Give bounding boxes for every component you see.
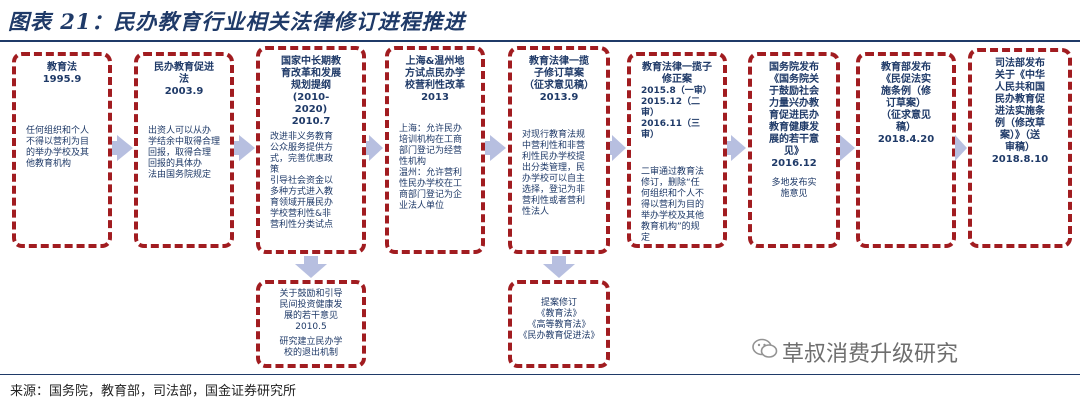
box-2018-ministry-draft: 教育部发布 《民促法实 施条例（修 订草案） （征求意见 稿） 2018.4.2…: [856, 52, 956, 248]
arrow-right-icon: [117, 135, 133, 161]
arrow-down: [552, 256, 566, 264]
arrow-right-icon: [239, 135, 255, 161]
box-body: 上海：允许民办 培训机构在工商 部门登记为经营 性机构 温州：允许营利 性民办学…: [399, 124, 463, 211]
box-head: 教育部发布 《民促法实 施条例（修 订草案） （征求意见 稿） 2018.4.2…: [877, 62, 935, 145]
box-2013-draft-amendment: 教育法律一揽 子修订草案 （征求意见稿） 2013.9 对现行教育法规 中营利性…: [508, 46, 610, 254]
divider: [0, 374, 1080, 375]
box-1995-education-law: 教育法 1995.9 任何组织和个人 不得以营利为目 的举办学校及其 他教育机构: [12, 52, 112, 248]
arrow-right: [610, 141, 613, 155]
arrow-right-icon: [490, 135, 506, 161]
box-proposal-revisions: 提案修订 《教育法》 《高等教育法》 《民办教育促进法》: [508, 280, 610, 368]
box-head: 司法部发布 关于《中华 人民共和国 民办教育促 进法实施条 例（修改草 案）》（…: [991, 58, 1049, 165]
arrow-right: [727, 141, 732, 155]
arrow-right-icon: [955, 135, 967, 161]
box-review-dates: 2015.8（一审） 2015.12（二审） 2016.11（三审）: [641, 86, 712, 140]
lower-box-date: 2010.5: [295, 322, 327, 332]
watermark: 草叔消费升级研究: [782, 342, 959, 367]
title-bar: 图表 21：民办教育行业相关法律修订进程推进: [0, 0, 1080, 42]
box-head: 国务院发布 《国务院关 于鼓励社会 力量兴办教 育促进民办 教育健康发 展的若干…: [769, 62, 819, 169]
source-note: 来源：国务院，教育部，司法部，国金证券研究所: [10, 384, 297, 399]
arrow-down-icon: [543, 264, 575, 278]
box-body: 改进非义务教育 公众服务提供方 式，完善优惠政 策 引导社会资金以 多种方式进入…: [270, 132, 334, 230]
box-head: 教育法 1995.9: [42, 62, 82, 85]
arrow-right-icon: [731, 135, 746, 161]
box-head: 国家中长期教 育改革和发展 规划提纲 (2010- 2020) 2010.7: [281, 56, 341, 127]
box-body: 对现行教育法规 中营利性和非营 利性民办学校提 出分类管理，民 办学校可以自主 …: [522, 130, 586, 217]
box-head: 民办教育促进 法 2003.9: [154, 62, 214, 97]
box-2015-amendment: 教育法律一揽子 修正案 2015.8（一审） 2015.12（二审） 2016.…: [627, 52, 727, 248]
arrow-right: [366, 141, 370, 155]
arrow-right: [234, 141, 240, 155]
lower-box-body: 研究建立民办学 校的退出机制: [279, 337, 343, 358]
arrow-right-icon: [612, 135, 626, 161]
box-body: 二审通过教育法 修订，删除“任 何组织和个人不 得以营利为目的 举办学校及其他 …: [641, 167, 705, 243]
lower-box-head: 提案修订 《教育法》 《高等教育法》 《民办教育促进法》: [518, 298, 600, 341]
box-2013-local-pilot: 上海&温州地 方试点民办学 校营利性改革 2013 上海：允许民办 培训机构在工…: [385, 46, 485, 254]
box-2016-state-council: 国务院发布 《国务院关 于鼓励社会 力量兴办教 育促进民办 教育健康发 展的若干…: [748, 52, 840, 248]
box-head: 教育法律一揽子 修正案: [642, 62, 712, 85]
box-head: 教育法律一揽 子修订草案 （征求意见稿） 2013.9: [524, 56, 594, 103]
wechat-icon: [752, 338, 778, 358]
arrow-right: [485, 141, 491, 155]
box-2018-justice-ministry: 司法部发布 关于《中华 人民共和国 民办教育促 进法实施条 例（修改草 案）》（…: [968, 48, 1072, 248]
box-head: 上海&温州地 方试点民办学 校营利性改革 2013: [405, 56, 465, 103]
box-body: 任何组织和个人 不得以营利为目 的举办学校及其 他教育机构: [26, 126, 90, 169]
page-title: 图表 21：民办教育行业相关法律修订进程推进: [8, 9, 466, 34]
arrow-right-icon: [840, 135, 855, 161]
box-2010-national-plan: 国家中长期教 育改革和发展 规划提纲 (2010- 2020) 2010.7 改…: [256, 46, 366, 254]
box-body: 出资人可以从办 学结余中取得合理 回报，取得合理 回报的具体办 法由国务院规定: [148, 126, 221, 180]
box-2003-private-education-law: 民办教育促进 法 2003.9 出资人可以从办 学结余中取得合理 回报，取得合理…: [134, 52, 234, 248]
box-2010-private-investment-opinion: 关于鼓励和引导 民间投资健康发 展的若干意见 2010.5 研究建立民办学 校的…: [256, 280, 366, 368]
box-body: 多地发布实 施意见: [771, 178, 817, 199]
arrow-right: [112, 141, 118, 155]
arrow-down: [304, 256, 318, 264]
arrow-right-icon: [369, 135, 383, 161]
arrow-down-icon: [295, 264, 327, 278]
lower-box-head: 关于鼓励和引导 民间投资健康发 展的若干意见: [279, 289, 343, 321]
